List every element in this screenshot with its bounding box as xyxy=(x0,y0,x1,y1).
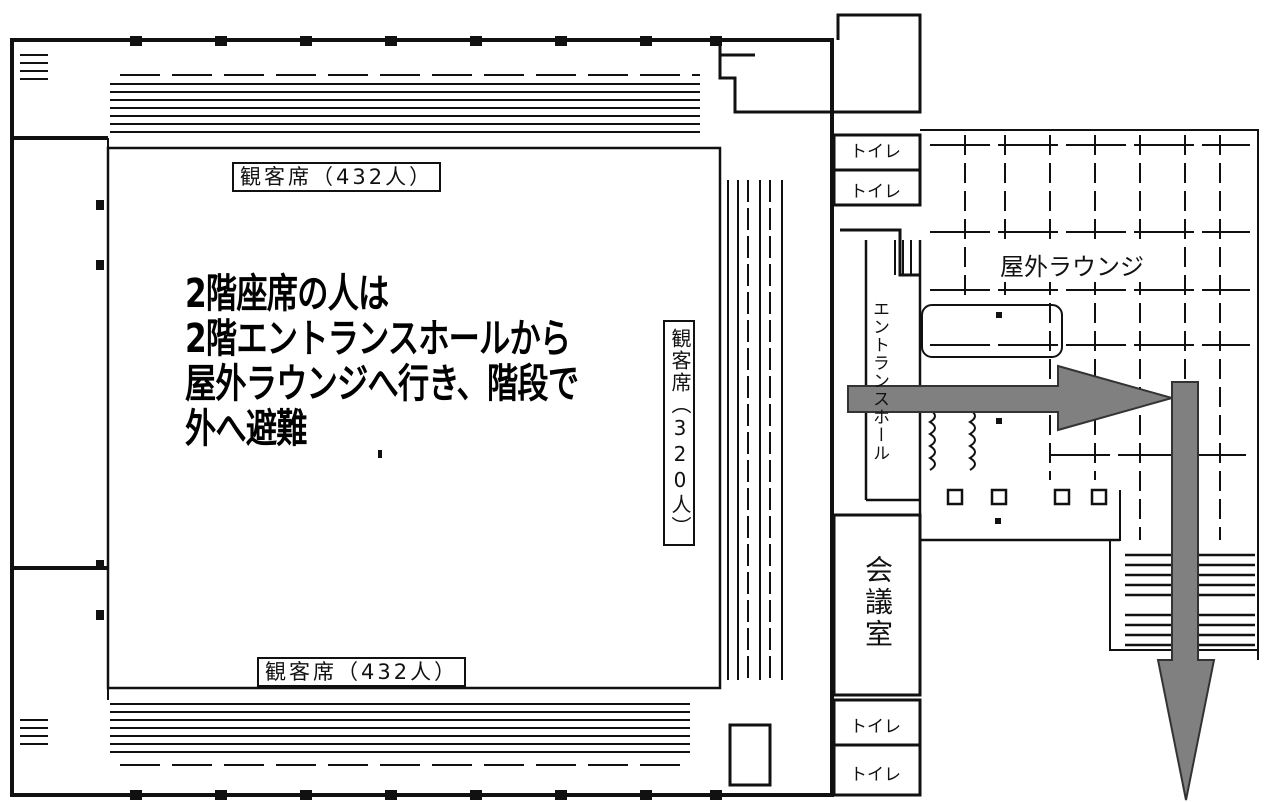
elevator-boxes xyxy=(946,488,1108,506)
toilet-label: トイレ xyxy=(850,717,901,737)
note-line: 外へ避難 xyxy=(185,406,307,452)
toilet-label: トイレ xyxy=(850,142,901,162)
small-dots xyxy=(378,312,1002,524)
note-line: 屋外ラウンジへ行き、階段で xyxy=(185,361,579,407)
evacuation-arrow-right xyxy=(847,364,1176,432)
seating-top xyxy=(110,74,700,133)
escalators xyxy=(928,409,976,471)
seating-side xyxy=(727,180,783,680)
seats-side-label: 観客席（320人） xyxy=(663,320,695,546)
seating-bottom xyxy=(110,703,690,766)
wall-columns xyxy=(96,36,722,800)
entrance-hall-label: エントランスホール xyxy=(869,300,889,462)
note-line: 2階座席の人は xyxy=(185,271,389,317)
note-line: 2階エントランスホールから xyxy=(185,316,571,362)
hall-stairs xyxy=(20,54,912,745)
toilet-label: トイレ xyxy=(850,765,901,785)
evacuation-note: 2階座席の人は 2階エントランスホールから 屋外ラウンジへ行き、階段で 外へ避難 xyxy=(185,271,579,452)
meeting-room-label: 会議室 xyxy=(861,555,894,651)
seats-bottom-label: 観客席（432人） xyxy=(257,657,467,687)
toilet-label: トイレ xyxy=(850,182,901,202)
outdoor-lounge-label: 屋外ラウンジ xyxy=(1000,247,1144,282)
evacuation-arrow-down xyxy=(1156,381,1216,801)
seats-top-label: 観客席（432人） xyxy=(232,162,442,192)
